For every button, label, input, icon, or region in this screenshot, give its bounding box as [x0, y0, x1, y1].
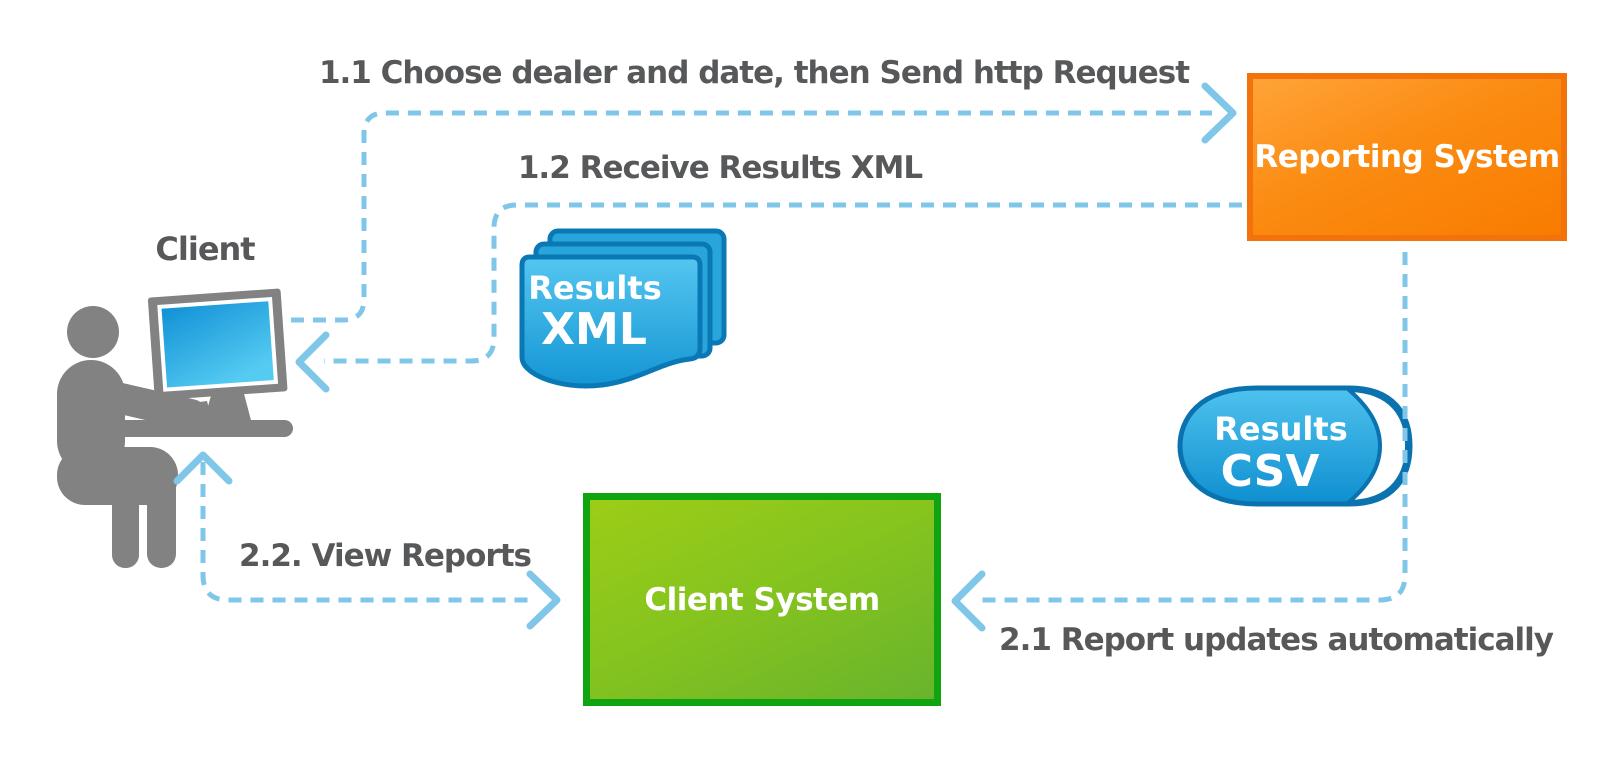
- flow-1-1-arrow: [291, 82, 1237, 323]
- results-csv-label-line2: CSV: [1221, 446, 1320, 497]
- arrowhead-left-icon: [295, 331, 330, 393]
- desk-icon: [78, 420, 293, 437]
- client-label: Client: [155, 230, 255, 268]
- arrowhead-right-icon: [526, 570, 561, 630]
- flow-2-1-arrow: [951, 252, 1408, 632]
- flow-1-1-label: 1.1 Choose dealer and date, then Send ht…: [318, 55, 1190, 91]
- client-system-node: Client System: [583, 493, 941, 706]
- flow-1-2-arrow: [295, 202, 1242, 393]
- results-xml-label-line1: Results: [528, 269, 661, 307]
- arrowhead-up-icon: [173, 451, 233, 485]
- arrowhead-left-icon: [951, 570, 986, 632]
- client-figure: [57, 288, 293, 568]
- flow-2-2-arrow: [173, 451, 561, 630]
- results-csv-icon: Results CSV: [1177, 385, 1413, 507]
- reporting-system-label: Reporting System: [1254, 139, 1560, 175]
- results-csv-label-line1: Results: [1214, 410, 1347, 448]
- reporting-system-node: Reporting System: [1247, 73, 1567, 241]
- client-system-label: Client System: [644, 581, 880, 618]
- arrowhead-right-icon: [1201, 82, 1237, 144]
- flow-2-1-label: 2.1 Report updates automatically: [999, 622, 1554, 658]
- flow-1-2-label: 1.2 Receive Results XML: [517, 150, 923, 186]
- results-xml-label-line2: XML: [541, 304, 647, 355]
- monitor-icon: [147, 288, 288, 424]
- results-xml-icon: Results XML: [519, 228, 727, 389]
- flow-2-2-label: 2.2. View Reports: [239, 538, 532, 574]
